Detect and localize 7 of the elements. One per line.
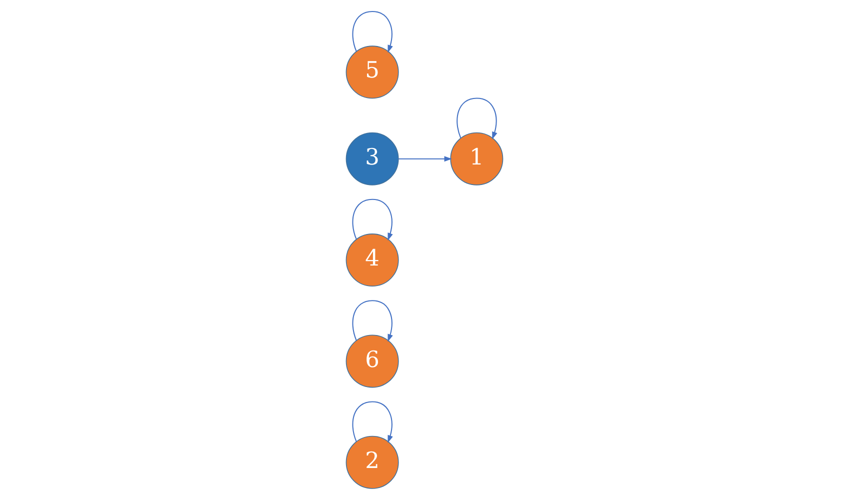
node-circle: 3 [346,132,399,186]
arrow [352,300,393,342]
arrow [352,198,393,241]
arrow [456,98,498,140]
arrow [398,156,452,162]
arrow [352,401,393,444]
arrow [352,11,393,53]
